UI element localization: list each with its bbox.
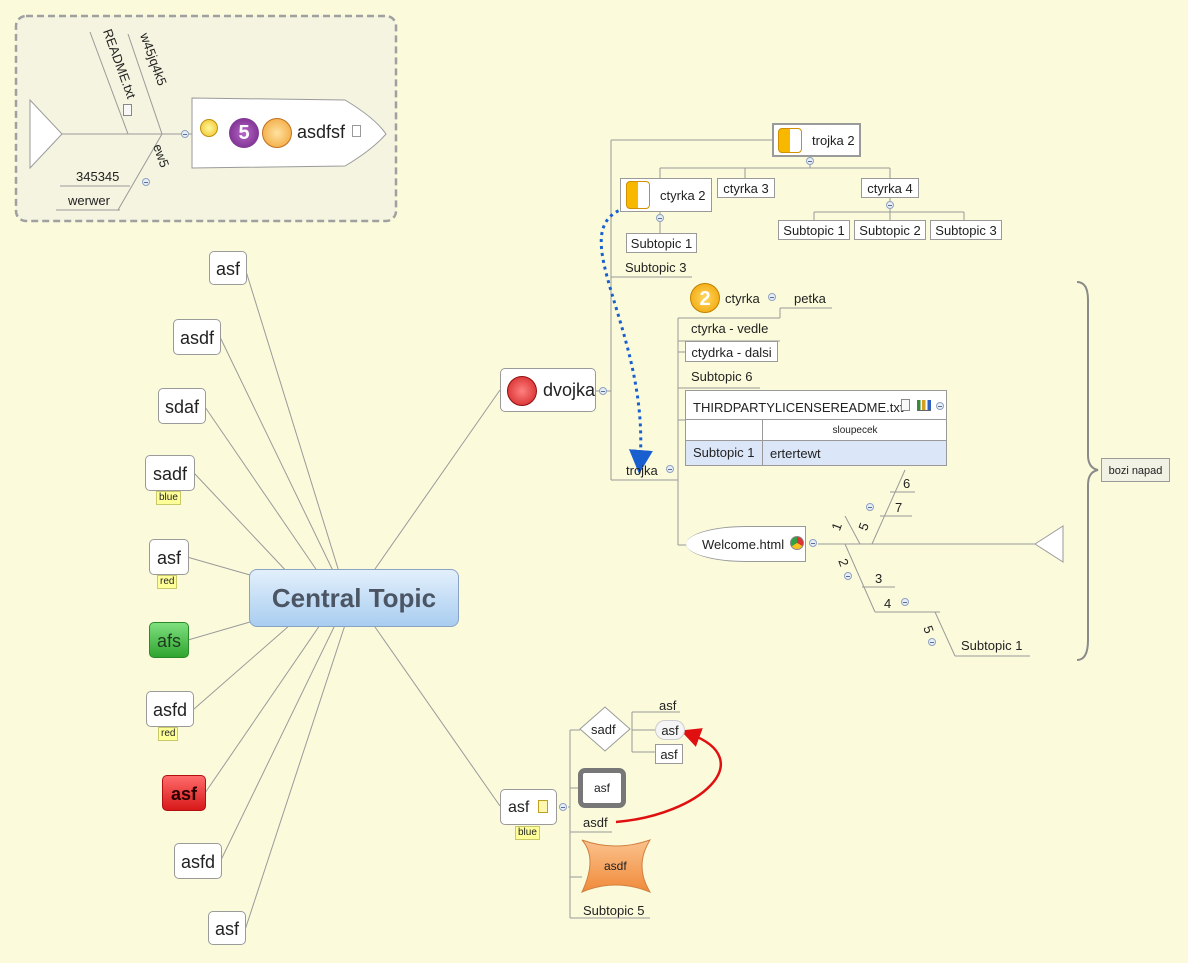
- trojka2-label: trojka 2: [812, 133, 855, 148]
- dvojka-structure: [596, 139, 1099, 661]
- fish-label-4: 4: [884, 596, 892, 611]
- table-cell: Subtopic 1: [686, 441, 763, 465]
- ctyrka2-label: ctyrka 2: [660, 188, 706, 203]
- collapse-toggle[interactable]: [901, 598, 909, 606]
- collapse-toggle[interactable]: [866, 503, 874, 511]
- collapse-toggle[interactable]: [181, 130, 189, 138]
- table-header-cell-2: sloupecek: [832, 425, 878, 436]
- thirdparty-table[interactable]: THIRDPARTYLICENSEREADME.txt sloupecek Su…: [685, 390, 947, 466]
- left-topic-4[interactable]: sadf: [145, 455, 195, 491]
- left-topic-7[interactable]: asfd: [146, 691, 194, 727]
- ctyrka4-subtopic-1[interactable]: Subtopic 1: [778, 220, 850, 240]
- fishbone-branch-werwer[interactable]: werwer: [68, 193, 110, 208]
- collapse-toggle[interactable]: [844, 572, 852, 580]
- table-title: THIRDPARTYLICENSEREADME.txt: [693, 400, 904, 415]
- ctyrka4-subtopic-3[interactable]: Subtopic 3: [930, 220, 1002, 240]
- fish-label-7: 7: [895, 500, 903, 515]
- number-2-icon: 2: [690, 283, 720, 313]
- fish-label-3: 3: [875, 571, 883, 586]
- sadf-diamond[interactable]: sadf: [591, 722, 616, 737]
- note-icon: [123, 104, 132, 116]
- collapse-toggle[interactable]: [806, 157, 814, 165]
- angry-face-icon: [507, 376, 537, 406]
- ctyrka-vedle[interactable]: ctyrka - vedle: [691, 321, 769, 336]
- subtopic3[interactable]: Subtopic 3: [625, 260, 687, 275]
- left-topic-4-tag: blue: [156, 491, 181, 505]
- welcome-topic[interactable]: Welcome.html: [686, 526, 806, 562]
- ctyrka2-subtopic[interactable]: Subtopic 1: [626, 233, 697, 253]
- collapse-toggle[interactable]: [666, 465, 674, 473]
- left-topic-8[interactable]: asf: [162, 775, 206, 811]
- table-cell: ertertewt: [770, 446, 821, 461]
- table-header-cell-1: [686, 420, 763, 442]
- note-icon: [538, 800, 548, 813]
- collapse-toggle[interactable]: [768, 293, 776, 301]
- asf-branch-label: asf: [508, 799, 530, 816]
- ctyrka-topic[interactable]: ctyrka: [725, 291, 760, 306]
- left-topic-1[interactable]: asf: [209, 251, 247, 285]
- left-topic-9[interactable]: asfd: [174, 843, 222, 879]
- ctydrka-dalsi[interactable]: ctydrka - dalsi: [685, 341, 778, 362]
- table-row: Subtopic 1 ertertewt: [686, 441, 946, 465]
- relationship-asdf-asf[interactable]: [615, 728, 723, 824]
- left-topic-2[interactable]: asdf: [173, 319, 221, 355]
- left-topic-7-tag: red: [158, 727, 179, 741]
- asf-branch-structure: [568, 706, 680, 919]
- asf-branch-topic[interactable]: asf: [500, 789, 557, 825]
- left-topic-10[interactable]: asf: [208, 911, 246, 945]
- left-topic-5[interactable]: asf: [149, 539, 189, 575]
- left-topic-3[interactable]: sdaf: [158, 388, 206, 424]
- crying-face-icon: [262, 118, 292, 148]
- collapse-toggle[interactable]: [559, 803, 567, 811]
- asf-thick-box[interactable]: asf: [578, 768, 626, 808]
- ctyrka4-subtopic-2[interactable]: Subtopic 2: [854, 220, 926, 240]
- collapse-toggle[interactable]: [599, 387, 607, 395]
- half-progress-icon: [626, 181, 650, 209]
- number-5-icon: 5: [229, 118, 259, 148]
- dvojka-label: dvojka: [543, 380, 596, 400]
- subtopic5[interactable]: Subtopic 5: [583, 903, 645, 918]
- welcome-label: Welcome.html: [702, 537, 785, 552]
- trojka-topic[interactable]: trojka: [626, 463, 658, 478]
- collapse-toggle[interactable]: [928, 638, 936, 646]
- central-topic[interactable]: Central Topic: [249, 569, 459, 627]
- ctyrka4-topic[interactable]: ctyrka 4: [861, 178, 919, 198]
- relationship-ctyrka2-trojka[interactable]: [599, 206, 653, 474]
- ctyrka3-topic[interactable]: ctyrka 3: [717, 178, 775, 198]
- note-icon: [901, 399, 910, 411]
- asdf-topic[interactable]: asdf: [583, 815, 608, 830]
- fish-label-6: 6: [903, 476, 911, 491]
- central-connections: [186, 267, 501, 931]
- subtopic6[interactable]: Subtopic 6: [691, 369, 753, 384]
- dvojka-topic[interactable]: dvojka: [500, 368, 596, 412]
- sadf-child-2[interactable]: asf: [655, 720, 685, 740]
- file-icon: [352, 125, 361, 137]
- collapse-toggle[interactable]: [142, 178, 150, 186]
- summary-bozi-napad[interactable]: bozi napad: [1101, 458, 1170, 482]
- trojka2-topic[interactable]: trojka 2: [772, 123, 861, 157]
- fish-subtopic-1[interactable]: Subtopic 1: [961, 638, 1023, 653]
- left-topic-5-tag: red: [157, 575, 178, 589]
- collapse-toggle[interactable]: [886, 201, 894, 209]
- table-header-row: sloupecek: [686, 419, 946, 442]
- chart-icon: [917, 400, 931, 411]
- half-progress-icon: [778, 128, 802, 153]
- collapse-toggle[interactable]: [656, 214, 664, 222]
- central-topic-label: Central Topic: [271, 582, 437, 613]
- fishbone-head-label: asdfsf: [297, 122, 346, 142]
- fishbone-branch-345345[interactable]: 345345: [76, 169, 120, 184]
- browser-icon: [790, 536, 804, 550]
- left-topic-6[interactable]: afs: [149, 622, 189, 658]
- collapse-toggle[interactable]: [936, 402, 944, 410]
- sadf-child-3[interactable]: asf: [655, 744, 683, 764]
- ctyrka2-topic[interactable]: ctyrka 2: [620, 178, 712, 212]
- asdf-star-topic[interactable]: asdf: [604, 859, 627, 873]
- sadf-child-1[interactable]: asf: [659, 698, 677, 713]
- lightbulb-icon: [200, 119, 218, 137]
- petka-topic[interactable]: petka: [794, 291, 826, 306]
- asf-branch-tag: blue: [515, 826, 540, 840]
- collapse-toggle[interactable]: [809, 539, 817, 547]
